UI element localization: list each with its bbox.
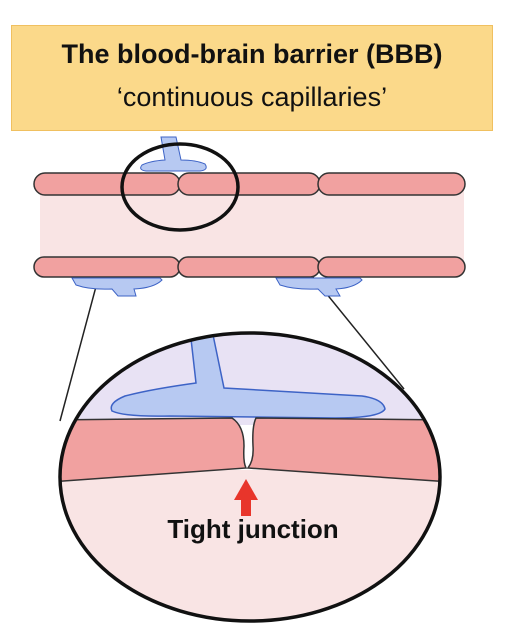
endothelial-cell-top-1 bbox=[33, 172, 181, 196]
diagram-subtitle: ‘continuous capillaries’ bbox=[116, 82, 388, 112]
title-box: The blood-brain barrier (BBB) ‘continuou… bbox=[11, 25, 493, 131]
zoom-circle-outline bbox=[58, 331, 442, 623]
astrocyte-endfoot-top bbox=[140, 136, 207, 172]
highlight-circle bbox=[120, 142, 240, 232]
astrocyte-endfoot-bottom-left bbox=[71, 277, 163, 297]
zoom-inset bbox=[60, 333, 440, 621]
zoom-endothelial-cell-left bbox=[60, 417, 248, 483]
capillary-lumen bbox=[40, 186, 464, 266]
zoom-endothelial-cell-right bbox=[246, 417, 440, 483]
astrocyte-endfoot-bottom-right bbox=[275, 277, 363, 297]
endothelial-cell-bottom-1 bbox=[33, 256, 181, 278]
tight-junction-label: Tight junction bbox=[167, 514, 339, 544]
endothelial-cell-top-2 bbox=[177, 172, 321, 196]
endothelial-cell-bottom-3 bbox=[317, 256, 466, 278]
endothelial-cell-top-3 bbox=[317, 172, 466, 196]
diagram-title: The blood-brain barrier (BBB) bbox=[61, 39, 443, 69]
tight-junction-arrow bbox=[234, 479, 258, 516]
endothelial-cell-bottom-2 bbox=[177, 256, 321, 278]
zoom-astrocyte-endfoot bbox=[110, 333, 386, 419]
